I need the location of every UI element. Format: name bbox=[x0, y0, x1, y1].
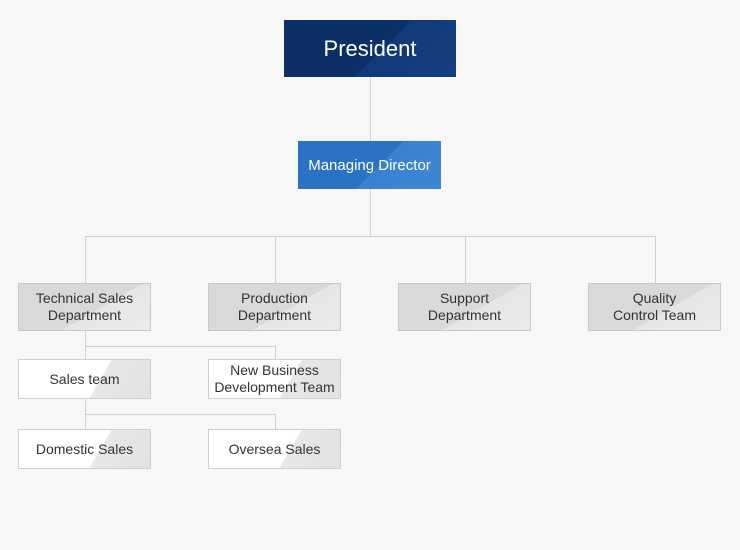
president-box: President bbox=[284, 20, 456, 77]
president-label: President bbox=[323, 36, 417, 61]
team-label: Domestic Sales bbox=[35, 440, 134, 457]
team-domestic-sales: Domestic Sales bbox=[18, 429, 151, 469]
team-oversea-sales: Oversea Sales bbox=[208, 429, 341, 469]
managing-director-label: Managing Director bbox=[308, 156, 431, 174]
team-new-business-development: New Business Development Team bbox=[208, 359, 341, 399]
department-label: Quality Control Team bbox=[612, 290, 696, 323]
department-label: Technical Sales Department bbox=[35, 290, 134, 323]
team-sales: Sales team bbox=[18, 359, 151, 399]
managing-director-box: Managing Director bbox=[298, 141, 441, 189]
team-label: New Business Development Team bbox=[214, 362, 335, 395]
department-quality-control: Quality Control Team bbox=[588, 283, 721, 331]
department-support: Support Department bbox=[398, 283, 531, 331]
department-label: Production Department bbox=[237, 290, 312, 323]
department-production: Production Department bbox=[208, 283, 341, 331]
department-label: Support Department bbox=[427, 290, 502, 323]
team-label: Sales team bbox=[49, 370, 120, 387]
team-label: Oversea Sales bbox=[228, 440, 321, 457]
department-technical-sales: Technical Sales Department bbox=[18, 283, 151, 331]
